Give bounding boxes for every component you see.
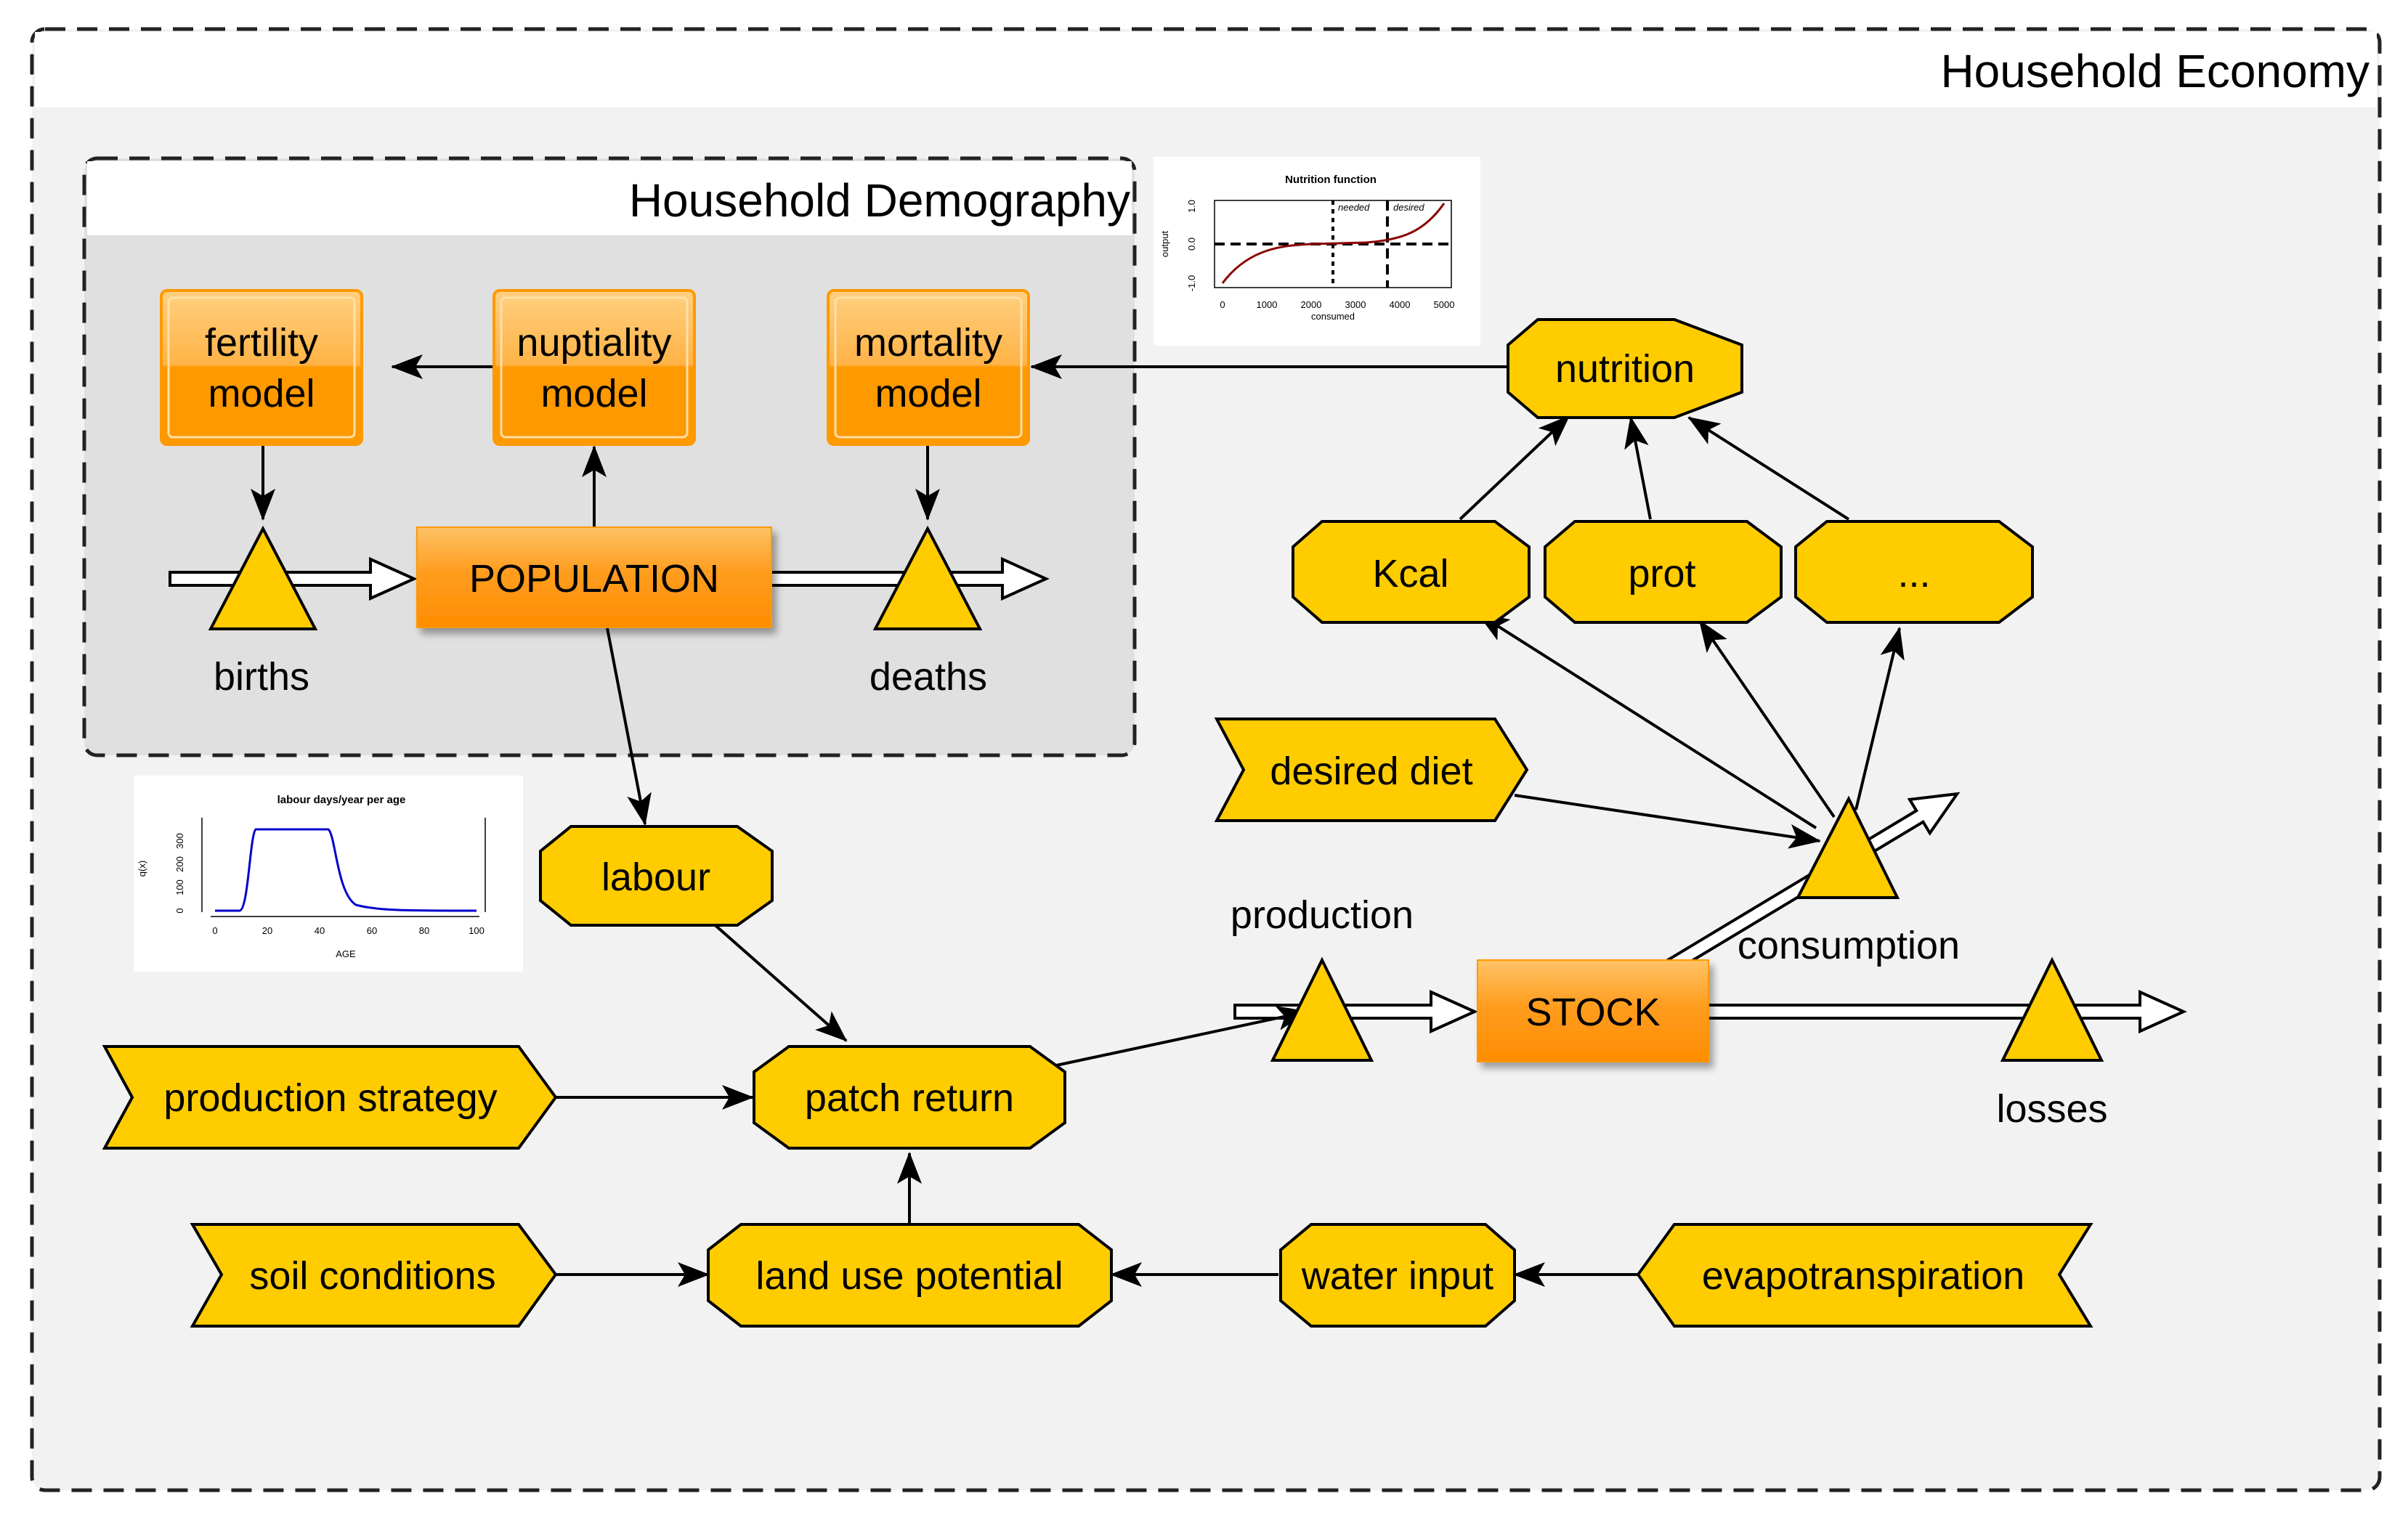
labour-label: labour	[601, 855, 710, 899]
births-valve[interactable]	[208, 525, 318, 630]
nutrition-inset-xtick: 4000	[1390, 299, 1411, 310]
arrow-kcal-to-nutrition	[1459, 415, 1570, 521]
nutrition-inset-xlabel: consumed	[1311, 311, 1355, 322]
nutrition-inset-xtick: 5000	[1434, 299, 1455, 310]
nutrition-inset-ytick-1: 1.0	[1186, 200, 1197, 213]
nuptiality-model-box[interactable]: nuptiality model	[492, 289, 696, 446]
labour-inset-title: labour days/year per age	[277, 794, 406, 806]
nutrition-inset-xtick: 1000	[1257, 299, 1278, 310]
mortality-label-2: model	[875, 372, 981, 415]
arrow-population-to-labour	[606, 627, 652, 826]
evapotranspiration-label: evapotranspiration	[1702, 1254, 2024, 1298]
economy-title: Household Economy	[1940, 45, 2370, 97]
patch-return-node[interactable]: patch return	[753, 1045, 1066, 1150]
water-input-node[interactable]: water input	[1279, 1223, 1516, 1328]
nutrition-inset-ytick-3: -1.0	[1186, 275, 1197, 291]
nutrition-inset-xtick: 3000	[1345, 299, 1366, 310]
prot-label: prot	[1628, 552, 1695, 596]
fertility-model-box[interactable]: fertility model	[160, 289, 363, 446]
nutrition-inset-needed: needed	[1338, 202, 1370, 213]
labour-inset-ytick: 100	[174, 879, 185, 895]
mortality-label-1: mortality	[854, 321, 1002, 365]
losses-outflow-pipe	[1706, 989, 2187, 1034]
labour-inset-xtick: 80	[419, 925, 429, 936]
labour-inset-ytick: 0	[174, 908, 185, 913]
nuptiality-label-2: model	[540, 372, 647, 415]
labour-inset-ylabel: q(x)	[137, 861, 147, 877]
labour-inset-xticks: 0 20 40 60 80 100	[212, 925, 484, 936]
arrow-more-to-nutrition	[1687, 416, 1850, 521]
population-label: POPULATION	[469, 557, 719, 601]
land-use-potential-node[interactable]: land use potential	[707, 1223, 1113, 1328]
labour-inset-xtick: 0	[212, 925, 217, 936]
deaths-valve[interactable]	[872, 525, 983, 630]
arrow-prot-to-nutrition	[1624, 416, 1652, 520]
more-label: ...	[1897, 552, 1930, 596]
arrow-consumption-to-kcal	[1477, 612, 1817, 829]
production-label: production	[1231, 893, 1414, 937]
kcal-node[interactable]: Kcal	[1292, 520, 1531, 624]
connectors	[251, 354, 1905, 1287]
desired-diet-node[interactable]: desired diet	[1214, 718, 1529, 822]
arrow-consumption-to-more	[1854, 627, 1905, 810]
stock-label: STOCK	[1525, 991, 1660, 1034]
labour-inset-xtick: 100	[469, 925, 485, 936]
land-use-potential-label: land use potential	[755, 1254, 1063, 1298]
deaths-label: deaths	[869, 655, 987, 699]
production-strategy-node[interactable]: production strategy	[102, 1045, 558, 1150]
arrow-consumption-to-prot	[1698, 619, 1836, 818]
arrow-diet-to-consumption	[1514, 794, 1821, 849]
labour-inset-xtick: 60	[367, 925, 377, 936]
arrow-patch-to-production	[1045, 1006, 1309, 1069]
arrow-labour-to-patch	[710, 921, 848, 1042]
labour-inset-xtick: 20	[262, 925, 272, 936]
patch-return-label: patch return	[805, 1076, 1014, 1120]
prot-node[interactable]: prot	[1544, 520, 1783, 624]
nutrition-node[interactable]: nutrition	[1507, 318, 1743, 419]
kcal-label: Kcal	[1372, 552, 1448, 596]
fertility-label-2: model	[208, 372, 315, 415]
nutrition-inset-ylabel: output	[1159, 231, 1170, 258]
nutrition-inset-curve	[1221, 203, 1446, 284]
nutrition-label: nutrition	[1555, 347, 1695, 391]
losses-label: losses	[1996, 1087, 2107, 1131]
more-node[interactable]: ...	[1794, 520, 2034, 624]
production-strategy-label: production strategy	[163, 1076, 497, 1120]
labour-inset-xlabel: AGE	[336, 948, 356, 959]
soil-conditions-label: soil conditions	[249, 1254, 495, 1298]
labour-inset-xtick: 40	[315, 925, 325, 936]
nutrition-inset-ytick-2: 0.0	[1186, 237, 1197, 251]
mortality-model-box[interactable]: mortality model	[827, 289, 1030, 446]
evapotranspiration-node[interactable]: evapotranspiration	[1636, 1223, 2093, 1328]
production-valve[interactable]	[1270, 956, 1374, 1062]
soil-conditions-node[interactable]: soil conditions	[190, 1223, 558, 1328]
demography-title: Household Demography	[629, 174, 1130, 227]
births-inflow-pipe	[169, 556, 418, 601]
nutrition-inset-desired: desired	[1393, 202, 1424, 213]
water-input-label: water input	[1301, 1254, 1493, 1298]
labour-inset: labour days/year per age q(x) 300 200 10…	[134, 776, 523, 972]
labour-inset-ytick: 200	[174, 856, 185, 872]
stock-box[interactable]: STOCK	[1477, 959, 1709, 1062]
labour-node[interactable]: labour	[539, 825, 774, 927]
losses-valve[interactable]	[2000, 956, 2104, 1062]
nutrition-inset-xtick: 2000	[1301, 299, 1322, 310]
consumption-label: consumption	[1738, 924, 1960, 967]
nutrition-function-inset: Nutrition function output 1.0 0.0 -1.0 0…	[1154, 157, 1480, 346]
births-label: births	[214, 655, 309, 699]
labour-inset-ytick: 300	[174, 833, 185, 849]
labour-inset-curve	[215, 828, 477, 912]
desired-diet-label: desired diet	[1270, 749, 1472, 793]
fertility-label-1: fertility	[205, 321, 318, 365]
nutrition-inset-xticks: 0 1000 2000 3000 4000 5000	[1220, 299, 1454, 310]
nuptiality-label-1: nuptiality	[516, 321, 671, 365]
nutrition-inset-xtick: 0	[1220, 299, 1225, 310]
valves	[208, 525, 2104, 1062]
production-flow-pipe	[1233, 989, 1478, 1034]
nutrition-inset-title: Nutrition function	[1285, 174, 1377, 186]
population-stock-box[interactable]: POPULATION	[416, 527, 772, 628]
consumption-valve[interactable]	[1795, 795, 1900, 899]
